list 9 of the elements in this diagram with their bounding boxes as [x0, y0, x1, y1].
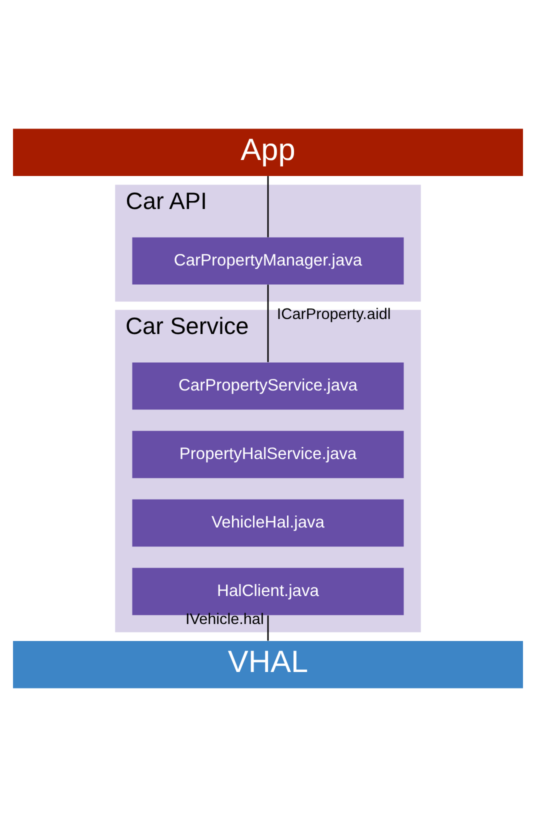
node-box: App	[13, 128, 523, 176]
connector	[267, 615, 269, 641]
node-box: PropertyHalService.java	[132, 430, 404, 478]
node-box: CarPropertyManager.java	[132, 237, 404, 285]
connector	[267, 284, 269, 362]
node-box: CarPropertyService.java	[132, 362, 404, 410]
node-box: VehicleHal.java	[132, 499, 404, 547]
connector	[267, 176, 269, 238]
node-box: VHAL	[13, 641, 523, 688]
